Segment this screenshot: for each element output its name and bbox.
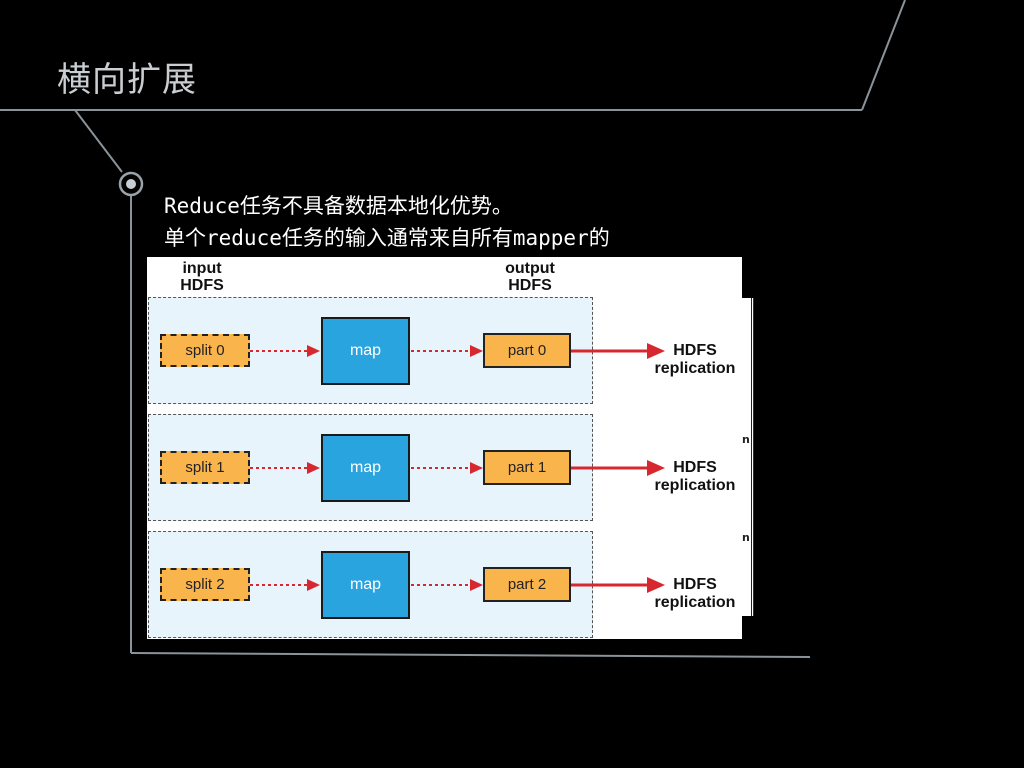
slide-title: 横向扩展 (57, 60, 197, 100)
dotted-arrow-split-to-map-1 (250, 462, 320, 474)
dotted-arrow-split-to-map-0 (250, 345, 320, 357)
strip-fragment-2: n (742, 531, 750, 544)
part-box-0: part 0 (483, 333, 571, 368)
solid-arrow-part-to-replication-0 (571, 343, 665, 359)
ring-bullet-icon (118, 171, 144, 197)
header-diagonal-line (861, 0, 906, 111)
output-hdfs-label: output HDFS (494, 260, 566, 294)
map-box-2: map (321, 551, 410, 619)
hdfs-replication-label-2: HDFS replication (645, 576, 745, 612)
dotted-arrow-split-to-map-2 (250, 579, 320, 591)
map-box-0: map (321, 317, 410, 385)
split-box-1: split 1 (160, 451, 250, 484)
content-bottom-line (130, 652, 811, 658)
dotted-arrow-map-to-part-2 (411, 579, 483, 591)
bullet-text: Reduce任务不具备数据本地化优势。 单个reduce任务的输入通常来自所有m… (164, 190, 610, 254)
dotted-arrow-map-to-part-0 (411, 345, 483, 357)
connector-diagonal-line (74, 109, 123, 173)
split-box-0: split 0 (160, 334, 250, 367)
diagram-right-edge-strip (742, 298, 754, 616)
input-hdfs-label: input HDFS (170, 260, 234, 294)
part-box-1: part 1 (483, 450, 571, 485)
part-box-2: part 2 (483, 567, 571, 602)
replication-line-1: HDFS (673, 342, 717, 359)
replication-line-2: replication (654, 594, 736, 611)
dotted-arrow-map-to-part-1 (411, 462, 483, 474)
hdfs-replication-label-0: HDFS replication (645, 342, 745, 378)
bullet-line-2: 单个reduce任务的输入通常来自所有mapper的 (164, 226, 610, 250)
solid-arrow-part-to-replication-1 (571, 460, 665, 476)
output-label-line-1: output (505, 260, 555, 277)
strip-fragment-1: n (742, 433, 750, 446)
input-label-line-2: HDFS (180, 277, 224, 294)
input-label-line-1: input (182, 260, 222, 277)
replication-line-2: replication (654, 477, 736, 494)
map-box-1: map (321, 434, 410, 502)
output-label-line-2: HDFS (508, 277, 552, 294)
replication-line-1: HDFS (673, 576, 717, 593)
replication-line-2: replication (654, 360, 736, 377)
replication-line-1: HDFS (673, 459, 717, 476)
bullet-line-1: Reduce任务不具备数据本地化优势。 (164, 194, 513, 218)
split-box-2: split 2 (160, 568, 250, 601)
solid-arrow-part-to-replication-2 (571, 577, 665, 593)
hdfs-replication-label-1: HDFS replication (645, 459, 745, 495)
